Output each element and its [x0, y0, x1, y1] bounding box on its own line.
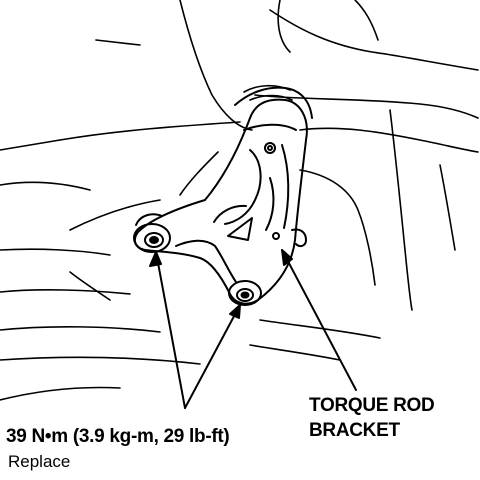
bolt-left: [133, 213, 171, 253]
replace-note: Replace: [8, 452, 71, 471]
bolt-bottom: [228, 280, 262, 306]
part-label-line-1: TORQUE ROD: [309, 395, 435, 416]
bracket: [133, 84, 313, 305]
torque-spec-label: 39 N•m (3.9 kg-m, 29 lb-ft): [6, 426, 230, 447]
leader-lines: [149, 249, 357, 409]
part-label-line-2: BRACKET: [309, 420, 400, 441]
background-structure: [0, 0, 479, 401]
